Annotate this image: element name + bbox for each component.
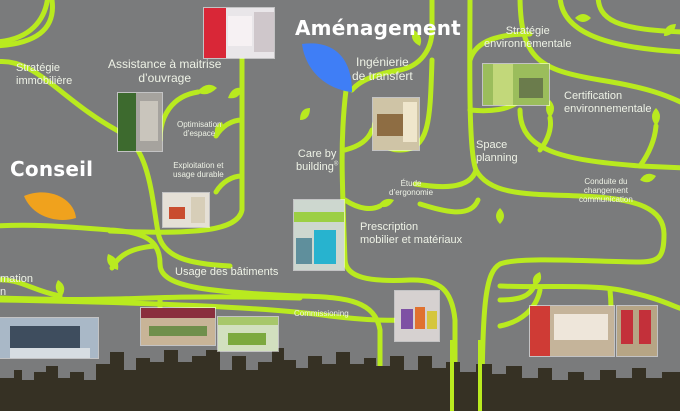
photo-lounge-chairs <box>294 200 344 270</box>
trunk-base <box>450 340 454 411</box>
label-certification: Certification environnementale <box>564 90 652 115</box>
registered-mark: ® <box>333 161 339 168</box>
label-care-by-building: Care by building® <box>296 148 339 173</box>
label-ingenierie: Ingénierie de transfert <box>352 55 413 84</box>
label-exploitation: Exploitation et usage durable <box>173 161 224 180</box>
label-formation-partial: mation n <box>0 273 34 298</box>
photo-building <box>0 318 98 358</box>
label-prescription: Prescription mobilier et matériaux <box>360 221 463 246</box>
leaf-blue-icon <box>302 43 352 92</box>
label-assistance: Assistance à maitrise d’ouvrage <box>108 57 222 86</box>
label-space-planning: Space planning <box>476 139 518 164</box>
photo-green-office <box>218 317 278 351</box>
photo-cafeteria <box>141 308 215 345</box>
photo-green-wall <box>118 93 162 151</box>
label-strategie-env: Stratégie environnementale <box>484 25 572 50</box>
photo-meeting-room <box>373 98 419 150</box>
label-strategie-immobiliere: Stratégie immobilière <box>16 62 73 87</box>
photo-office-red <box>204 8 274 58</box>
leaf-orange-icon <box>24 192 76 220</box>
label-usage: Usage des bâtiments <box>175 266 279 278</box>
city-skyline <box>0 348 680 411</box>
label-commissioning: Commissioning <box>294 309 349 318</box>
label-optimisation: Optimisation d’espace <box>177 120 222 139</box>
photo-open-space-green <box>483 64 549 105</box>
photo-open-plan-red <box>530 306 614 356</box>
label-conduite: Conduite du changement communication <box>579 177 633 205</box>
heading-conseil: Conseil <box>10 157 94 181</box>
photo-reception <box>163 193 209 227</box>
photo-red-panels <box>617 306 657 356</box>
photo-chairs-colored <box>395 291 439 341</box>
heading-amenagement: Aménagement <box>295 16 461 40</box>
label-etude: Étude d’ergonomie <box>389 179 434 198</box>
